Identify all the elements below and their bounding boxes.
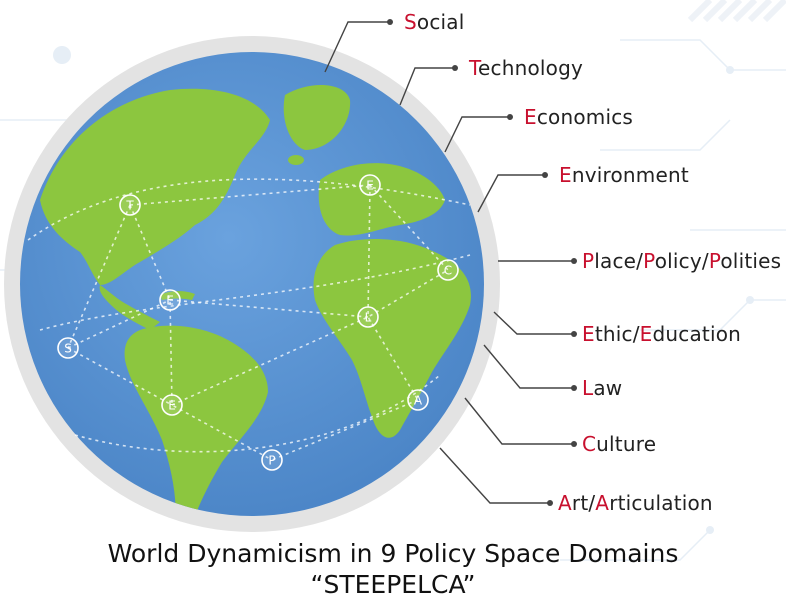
leader-line-economics [444,116,510,153]
domain-label-social: Social [404,10,465,34]
leader-line-social [324,21,390,73]
domain-label-economics: Economics [524,105,634,129]
globe-node-l: L [357,306,379,328]
caption-acronym: “STEEPELCA” [310,570,476,599]
domain-label-place-policy-polities: Place/Policy/Polities [582,249,782,273]
globe-node-letter: L [365,311,372,325]
domain-label-art-articulation: Art/Articulation [558,491,713,515]
leader-line-law [483,344,574,389]
domain-label-law: Law [582,376,623,400]
leader-line-culture [464,397,574,445]
globe-node-c: C [437,259,459,281]
globe-node-letter: P [268,454,275,468]
globe-node-e: E [159,289,181,311]
leader-line-ethic [493,311,574,335]
leader-line-technology [399,67,455,106]
globe-node-letter: T [125,199,134,213]
domain-label-culture: Culture [582,432,657,456]
globe-node-letter: E [168,399,176,413]
globe-node-e: E [161,394,183,416]
globe-node-t: T [119,194,141,216]
domain-label-ethic-education: Ethic/Education [582,322,742,346]
domain-label-environment: Environment [559,163,689,187]
caption-title: World Dynamicism in 9 Policy Space Domai… [107,539,679,568]
domain-label-technology: Technology [469,56,584,80]
globe-node-e: E [359,174,381,196]
globe-node-letter: A [414,394,423,408]
leader-line-environment [477,174,545,213]
globe-node-letter: C [444,264,452,278]
globe-node-letter: S [64,342,72,356]
globe-node-a: A [407,389,429,411]
globe-node-s: S [57,337,79,359]
globe-continents [40,84,471,516]
globe-network-lines [27,178,471,461]
globe-node-letter: E [366,179,374,193]
leader-line-art [439,447,550,504]
globe-node-p: P [261,449,283,471]
globe-node-letter: E [166,294,174,308]
